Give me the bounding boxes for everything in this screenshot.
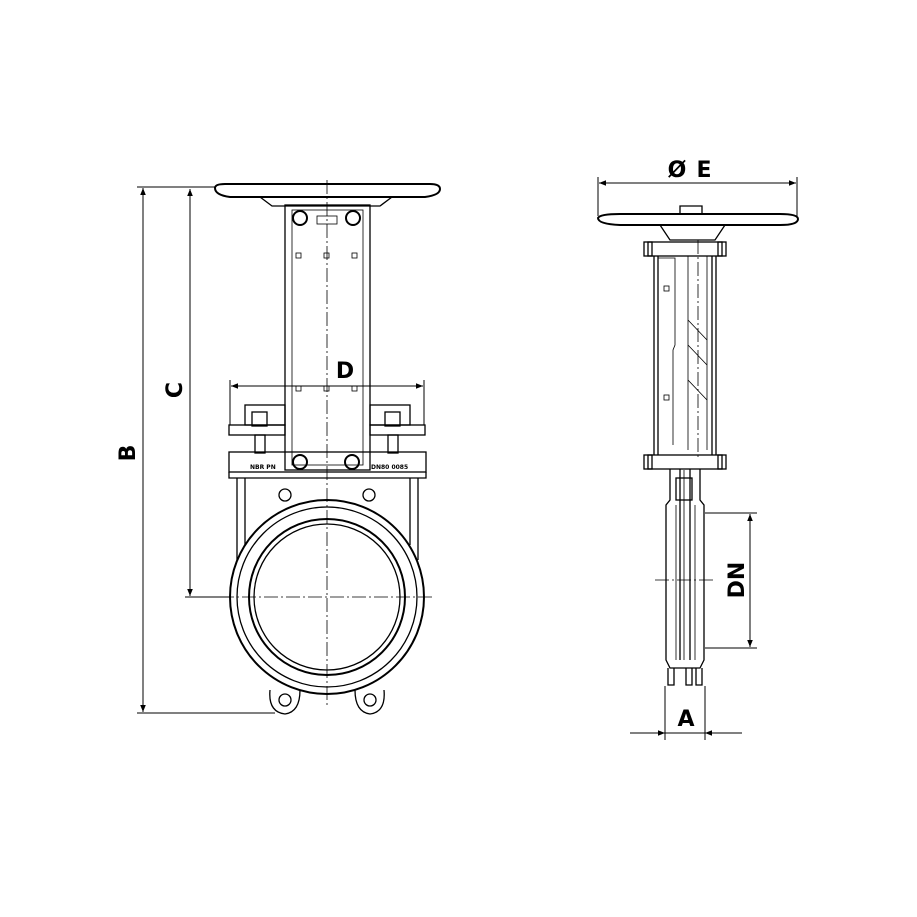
dimension-DN: DN	[705, 512, 757, 649]
front-view: NBR PN DN80 0085	[213, 180, 442, 715]
dimension-E: Ø E	[597, 158, 798, 216]
dimension-B: B	[116, 186, 275, 714]
dimension-label-E: E	[696, 158, 711, 183]
valve-body-side	[655, 469, 715, 686]
yoke-side	[643, 240, 727, 470]
side-view	[596, 205, 800, 686]
dimension-label-A: A	[677, 707, 694, 732]
plate-marking-left: NBR PN	[250, 464, 276, 471]
handwheel-front	[213, 183, 442, 207]
dimension-A: A	[630, 686, 742, 740]
handwheel-side	[596, 205, 800, 241]
bolt-hole-icons	[269, 488, 385, 715]
gland-flange	[228, 404, 427, 479]
dimension-label-C: C	[163, 382, 188, 398]
dimension-label-B: B	[116, 445, 141, 462]
dimension-C: C	[163, 189, 230, 598]
plate-marking-right: DN80 0085	[371, 464, 408, 471]
diameter-symbol: Ø	[668, 158, 687, 183]
dimension-label-DN: DN	[725, 562, 750, 599]
yoke-front	[284, 204, 371, 471]
dimension-label-D: D	[336, 359, 354, 384]
dimension-D: D	[229, 359, 425, 425]
